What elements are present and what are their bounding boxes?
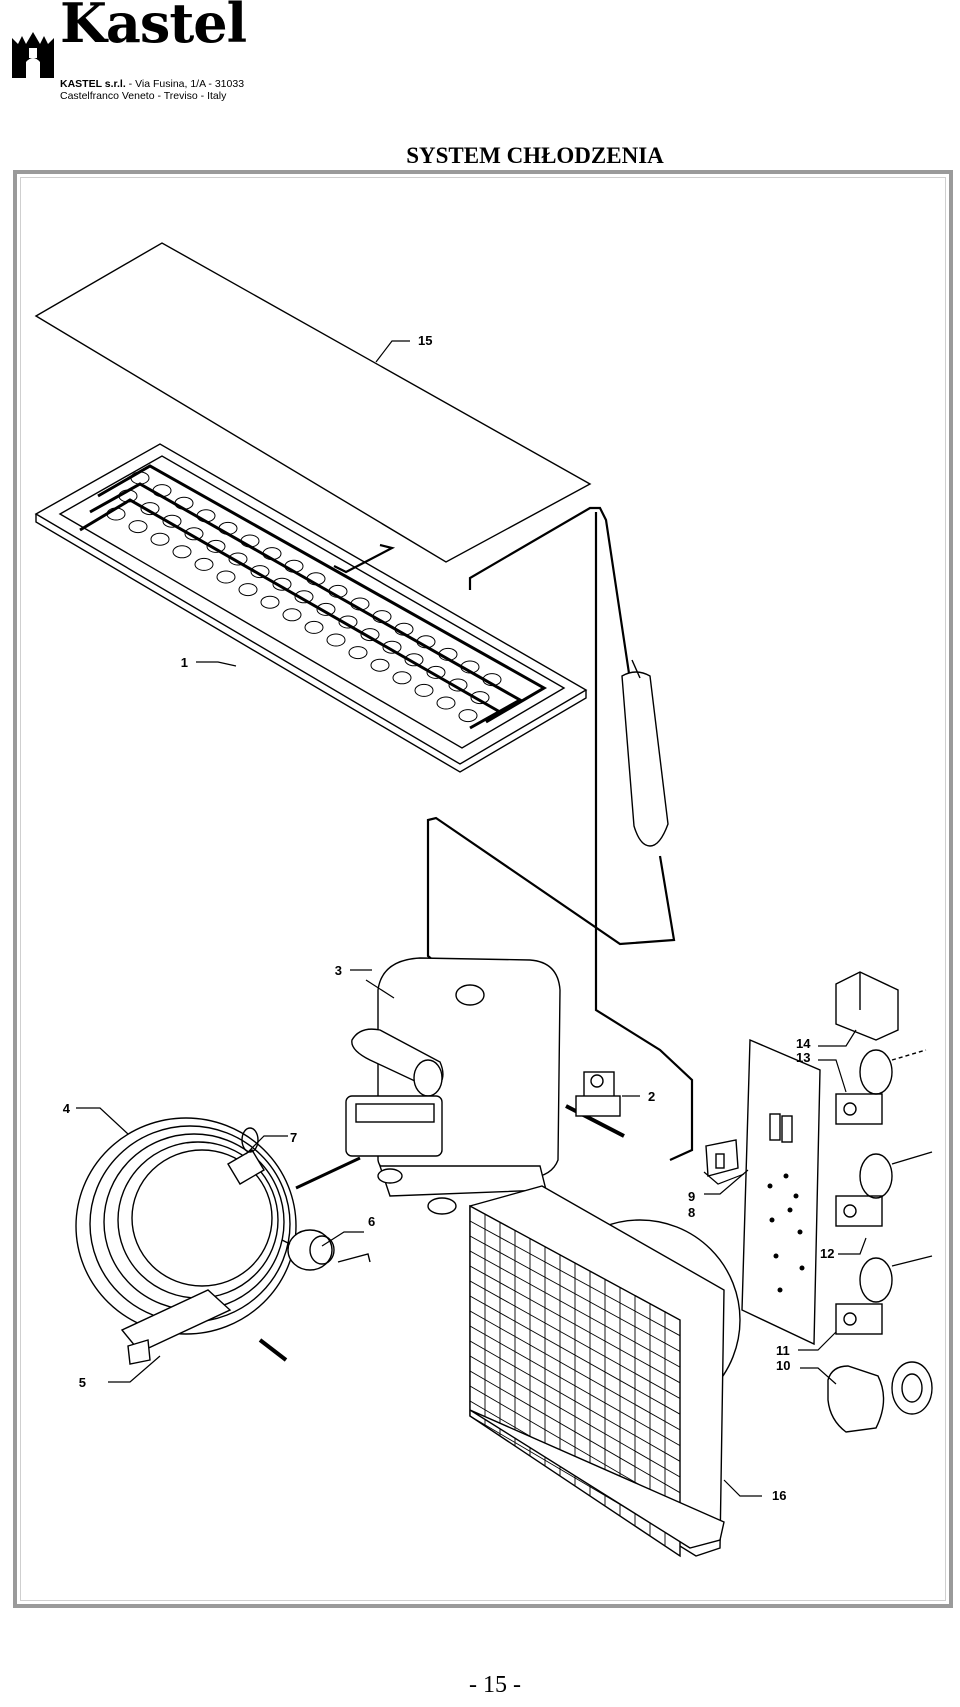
company-city: Castelfranco Veneto - Treviso - Italy — [60, 90, 227, 102]
callout-8: 8 — [688, 1205, 695, 1220]
callout-15: 15 — [418, 333, 432, 348]
thermostats — [835, 1049, 933, 1335]
company-address-line: KASTEL s.r.l. - Via Fusina, 1/A - 31033 — [60, 78, 244, 90]
page-title: SYSTEM CHŁODZENIA — [406, 143, 664, 168]
company-name: KASTEL s.r.l. — [60, 78, 126, 90]
switch — [705, 1139, 739, 1177]
callout-3: 3 — [335, 963, 342, 978]
callout-2: 2 — [648, 1089, 655, 1104]
callout-9: 9 — [688, 1189, 695, 1204]
solenoid-valve — [565, 1071, 625, 1138]
company-street: - Via Fusina, 1/A - 31033 — [125, 78, 245, 90]
callout-11: 11 — [776, 1343, 790, 1358]
electrical-panel — [741, 1038, 821, 1346]
callout-13: 13 — [796, 1050, 810, 1065]
company-header: Kastel KASTEL s.r.l. - Via Fusina, 1/A -… — [6, 0, 247, 104]
logo-wordmark: Kastel — [60, 0, 247, 55]
tubing — [333, 506, 694, 1162]
relay — [835, 971, 899, 1041]
condenser-coil — [75, 1117, 297, 1365]
clamp — [227, 1127, 265, 1185]
callout-4: 4 — [63, 1101, 71, 1116]
callout-10: 10 — [776, 1358, 790, 1373]
knob — [827, 1361, 933, 1433]
callout-7: 7 — [290, 1130, 297, 1145]
kastel-logo-icon — [12, 32, 54, 78]
page-number: - 15 - — [469, 1672, 521, 1698]
callout-12: 12 — [820, 1246, 834, 1261]
fan-motor — [281, 1229, 371, 1271]
drawing-frame — [13, 170, 953, 1608]
callout-6: 6 — [368, 1214, 375, 1229]
evaporator — [34, 443, 588, 773]
callout-1: 1 — [181, 655, 188, 670]
compressor — [295, 957, 561, 1215]
callout-5: 5 — [79, 1375, 86, 1390]
cover-plate — [34, 242, 592, 563]
condenser-grid — [469, 1185, 741, 1558]
callout-16: 16 — [772, 1488, 786, 1503]
filter-drier — [621, 659, 669, 847]
callout-14: 14 — [796, 1036, 811, 1051]
